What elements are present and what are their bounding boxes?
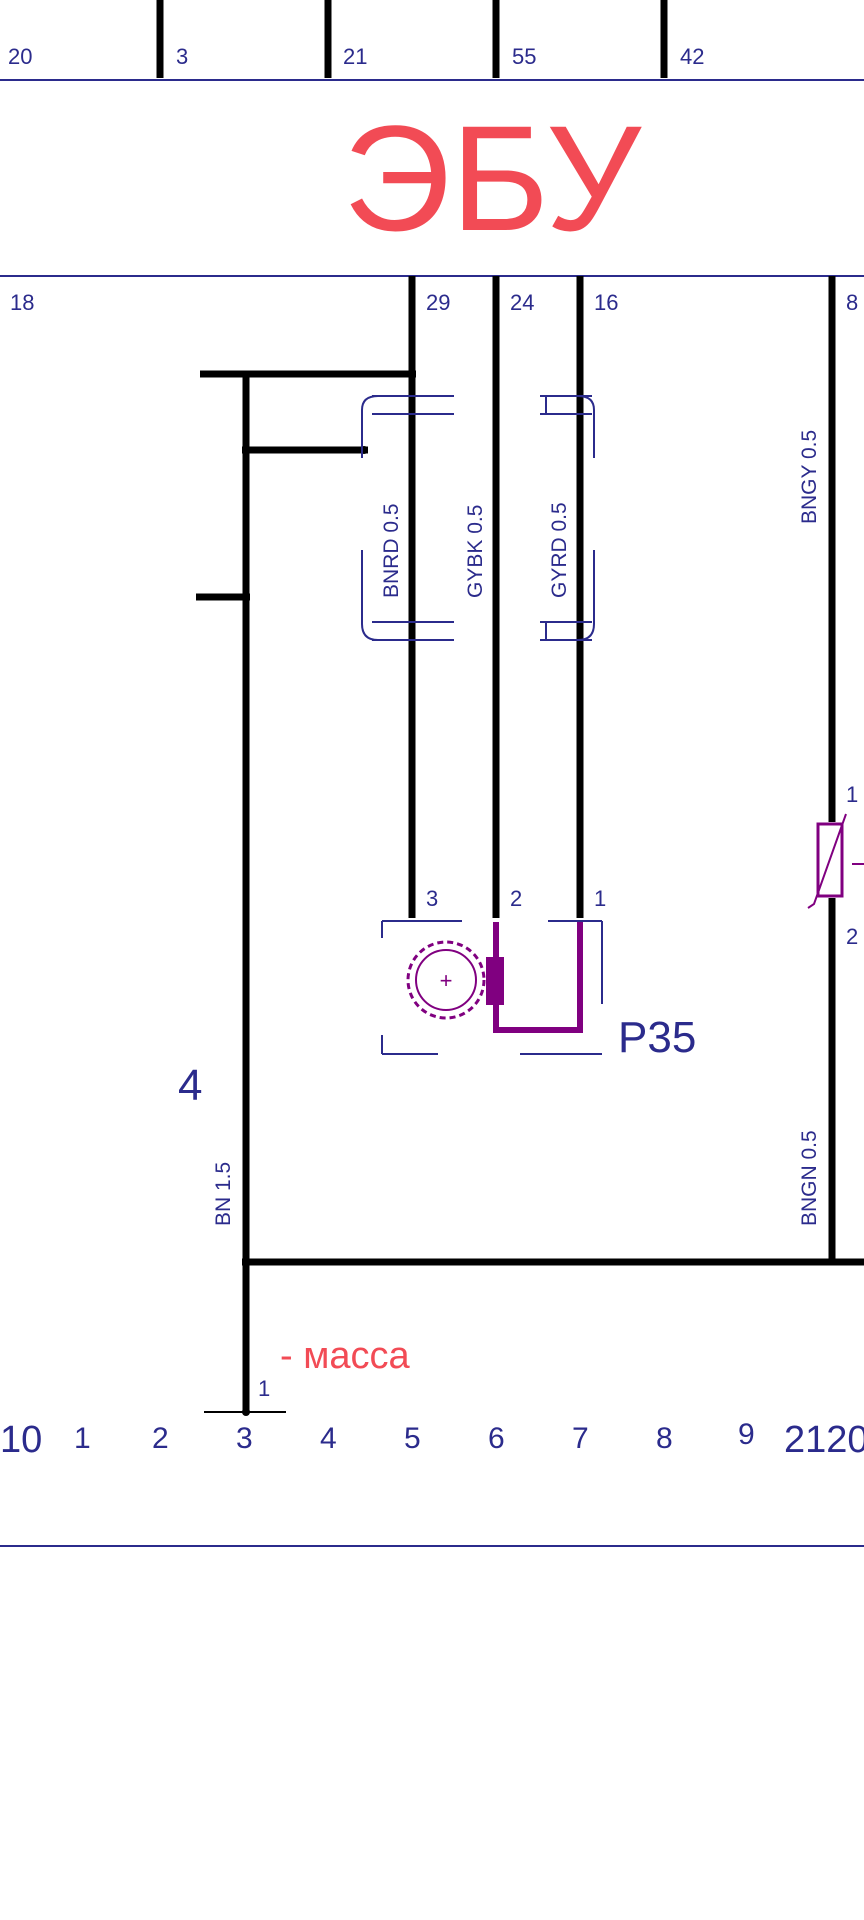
ecu-pin-label: 29 — [426, 290, 450, 315]
sensor-p35: 3 2 1 + P35 — [381, 886, 696, 1062]
svg-text:+: + — [440, 968, 453, 993]
ecu-pin-label: 18 — [10, 290, 34, 315]
temp-sensor: 1 2 — [807, 782, 864, 949]
wire-label-bngn: BNGN 0.5 — [798, 1130, 821, 1226]
wire-label-bngy: BNGY 0.5 — [798, 430, 821, 524]
ecu-pins: 18 29 24 16 8 — [10, 290, 858, 315]
thermistor-slash — [807, 813, 847, 909]
bottom-number: 2120 — [784, 1419, 864, 1461]
wire-label-bnrd: BNRD 0.5 — [380, 503, 403, 598]
ground-pin-label: 1 — [258, 1376, 270, 1401]
bottom-number: 5 — [404, 1422, 421, 1455]
temp-pin-label: 1 — [846, 782, 858, 807]
wire-label-gybk: GYBK 0.5 — [464, 505, 487, 598]
ecu-pin-label: 16 — [594, 290, 618, 315]
top-connector-strip: 20 3 21 55 42 — [0, 0, 864, 81]
ground-label: - масса — [280, 1335, 410, 1377]
ecu-title: ЭБУ — [343, 94, 643, 262]
top-pin-label: 3 — [176, 44, 188, 69]
sensor-label: P35 — [618, 1013, 696, 1062]
partial-label: 4 — [178, 1061, 202, 1110]
sensor-pin-label: 2 — [510, 886, 522, 911]
sensor-coil — [493, 922, 583, 1033]
bottom-number: 9 — [738, 1418, 755, 1451]
gear-icon: + — [406, 940, 486, 1020]
bottom-number: 1 — [74, 1422, 91, 1455]
bottom-number: 6 — [488, 1422, 505, 1455]
shield-brackets — [361, 395, 595, 641]
sensor-housing — [381, 920, 603, 1055]
bottom-number: 3 — [236, 1422, 253, 1455]
wires — [196, 276, 864, 1416]
wire-label-gyrd: GYRD 0.5 — [548, 502, 571, 598]
ground-node — [242, 1408, 250, 1416]
bottom-number: 2 — [152, 1422, 169, 1455]
ecu-pin-label: 8 — [846, 290, 858, 315]
sensor-pin-label: 3 — [426, 886, 438, 911]
temp-pin-label: 2 — [846, 924, 858, 949]
sensor-pin-label: 1 — [594, 886, 606, 911]
shield-bracket — [361, 550, 379, 641]
bottom-connector: 10 1 2 3 4 5 6 7 8 9 2120 — [0, 1418, 864, 1547]
top-pin-label: 20 — [8, 44, 32, 69]
ecu-pin-label: 24 — [510, 290, 534, 315]
top-pin-label: 21 — [343, 44, 367, 69]
bottom-number: 4 — [320, 1422, 337, 1455]
bottom-number: 8 — [656, 1422, 673, 1455]
bottom-number: 7 — [572, 1422, 589, 1455]
wire-label-bn: BN 1.5 — [212, 1162, 235, 1226]
top-pin-label: 42 — [680, 44, 704, 69]
bottom-number: 10 — [0, 1419, 42, 1461]
top-pin-label: 55 — [512, 44, 536, 69]
